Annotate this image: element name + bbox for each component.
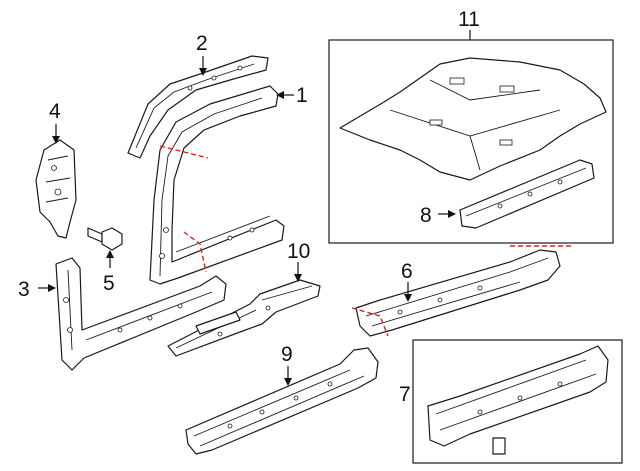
- callout-6: 6: [401, 260, 413, 283]
- part-7-rocker-assembly[interactable]: [427, 345, 609, 455]
- callout-2: 2: [196, 32, 208, 55]
- part-10-crossmember[interactable]: [167, 279, 321, 357]
- callout-7: 7: [399, 383, 411, 406]
- part-3-sill-inner[interactable]: [55, 257, 227, 371]
- callout-5: 5: [103, 272, 115, 295]
- part-1-pillar-inner[interactable]: [149, 85, 285, 285]
- leader-lines: [38, 30, 471, 386]
- part-9-sill-reinforcement[interactable]: [185, 347, 379, 455]
- rocker-inset-box: [412, 339, 623, 464]
- floor-pan-inset-box: [328, 39, 614, 244]
- part-4-bracket[interactable]: [35, 139, 77, 239]
- callout-4: 4: [49, 100, 61, 123]
- callout-3: 3: [18, 278, 30, 301]
- part-2-roof-rail-outer[interactable]: [127, 55, 269, 159]
- part-8-sill-extension[interactable]: [459, 159, 595, 229]
- part-11-floor-pan[interactable]: [339, 57, 607, 181]
- part-5-bolt[interactable]: [87, 227, 123, 251]
- callout-8: 8: [420, 204, 432, 227]
- cut-lines: [159, 145, 572, 337]
- callout-1: 1: [296, 84, 308, 107]
- callout-9: 9: [281, 343, 293, 366]
- callout-11: 11: [458, 8, 480, 31]
- callout-10: 10: [287, 240, 310, 263]
- part-6-rocker-outer[interactable]: [355, 249, 561, 337]
